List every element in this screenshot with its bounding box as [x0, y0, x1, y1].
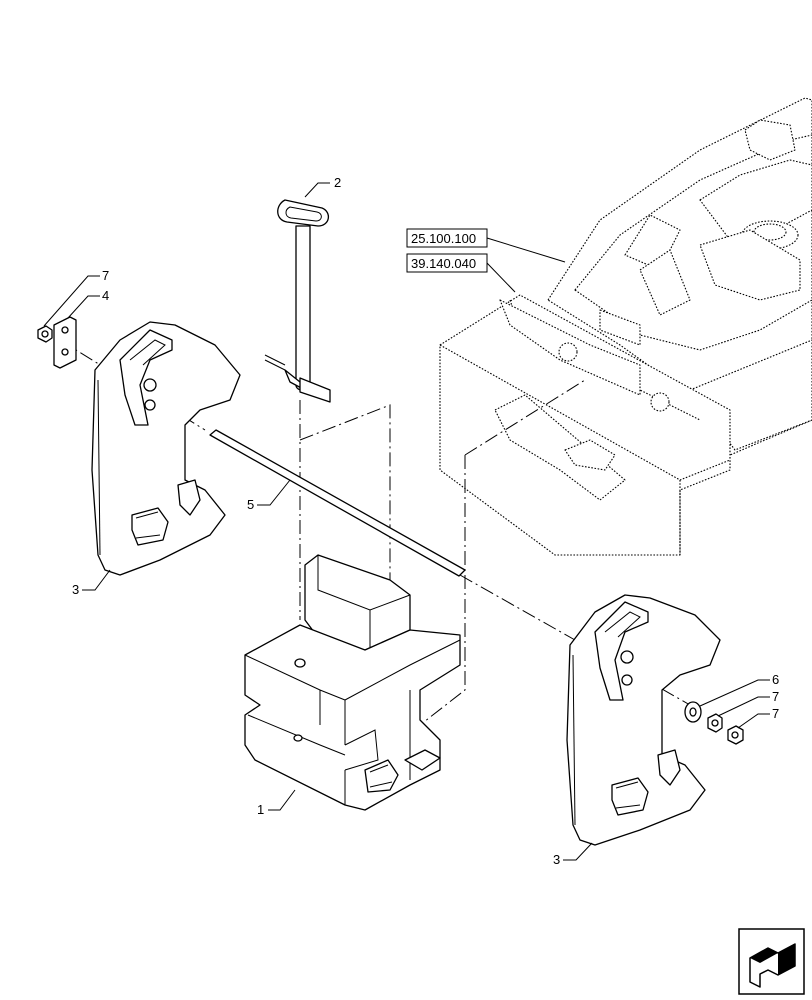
arrow-navigation-icon[interactable]	[738, 928, 805, 995]
callout-7: 7	[772, 689, 779, 704]
threaded-rod	[209, 429, 466, 577]
front-weight-support	[439, 294, 731, 556]
side-weight-right	[566, 594, 721, 846]
callout-4: 4	[102, 288, 109, 303]
central-ballast-weight	[244, 554, 461, 811]
callout-5: 5	[247, 497, 254, 512]
reference-code: 25.100.100	[411, 231, 476, 246]
callout-3: 3	[553, 852, 560, 867]
bolt-small	[37, 325, 53, 343]
callout-7: 7	[102, 268, 109, 283]
callout-1: 1	[257, 802, 264, 817]
locknut-right	[727, 725, 744, 745]
washer-right	[684, 701, 702, 723]
callout-6: 6	[772, 672, 779, 687]
reference-code: 39.140.040	[411, 256, 476, 271]
callout-2: 2	[334, 175, 341, 190]
callout-3: 3	[72, 582, 79, 597]
callouts: 2 7 4 5 3 1 6 7 7 3	[43, 175, 779, 867]
reference-box-1[interactable]: 25.100.100	[406, 228, 488, 248]
callout-7: 7	[772, 706, 779, 721]
side-weight-left	[91, 321, 241, 576]
tractor-front-frame	[547, 97, 812, 456]
nut-right	[707, 713, 723, 733]
washer-plate	[53, 316, 77, 369]
reference-box-2[interactable]: 39.140.040	[406, 253, 488, 273]
lynch-pin	[264, 199, 331, 403]
